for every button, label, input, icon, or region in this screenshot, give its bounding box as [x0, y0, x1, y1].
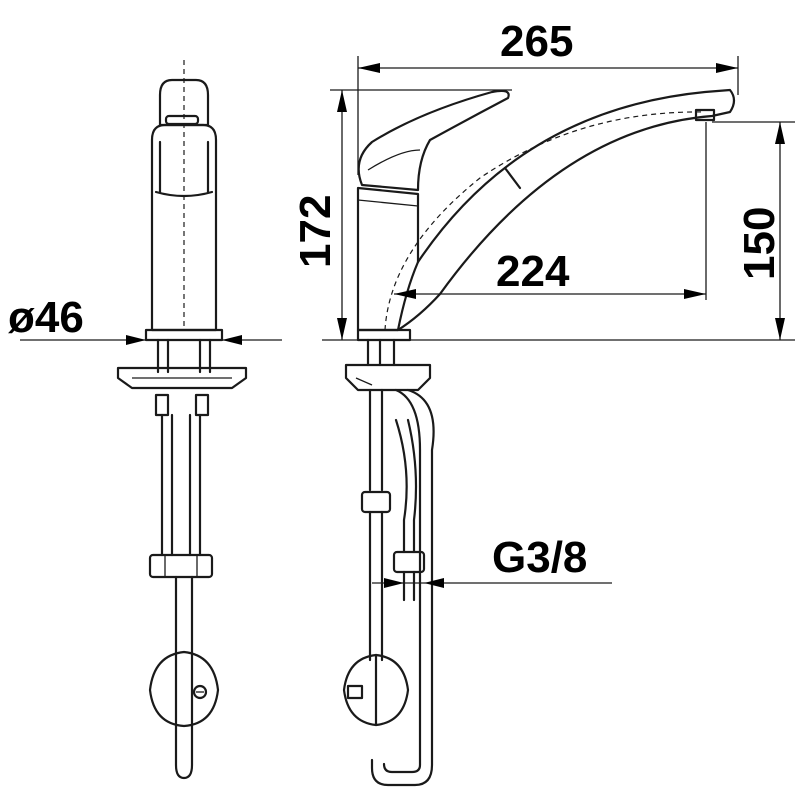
front-base-collar [144, 328, 224, 342]
front-hose-right [188, 413, 202, 557]
front-connector [148, 553, 214, 579]
side-hose-weight [342, 653, 410, 727]
dim-150-label: 150 [735, 207, 784, 280]
front-hose-left [160, 413, 174, 557]
side-hidden-hose [384, 111, 706, 331]
side-view: 265 172 150 224 G3/8 [291, 17, 795, 787]
side-body [356, 186, 420, 332]
front-weight-screw [192, 684, 208, 700]
dim-diameter-label: ø46 [8, 293, 84, 342]
dim-224-label: 224 [496, 247, 570, 296]
side-base-collar [356, 328, 412, 342]
side-angled-hose [394, 418, 418, 554]
front-pullout-hose [174, 575, 194, 780]
front-lever-slot [164, 114, 200, 126]
side-lever [357, 89, 510, 192]
side-lower-connector [392, 550, 426, 574]
front-view: ø46 [8, 60, 282, 780]
dim-thread-label: G3/8 [492, 533, 587, 582]
side-supply-hose [368, 388, 384, 492]
side-mounting-plate [344, 363, 432, 392]
side-hose-loop [370, 388, 435, 787]
side-upper-connector [360, 490, 392, 514]
dim-172-label: 172 [291, 195, 340, 268]
front-body-inner [158, 140, 210, 194]
front-lever [158, 78, 210, 127]
dim-265-label: 265 [500, 17, 573, 66]
front-body [150, 123, 218, 332]
side-spout-join [503, 166, 522, 190]
front-hose-weight [148, 650, 220, 728]
front-mounting-plate [116, 366, 248, 390]
